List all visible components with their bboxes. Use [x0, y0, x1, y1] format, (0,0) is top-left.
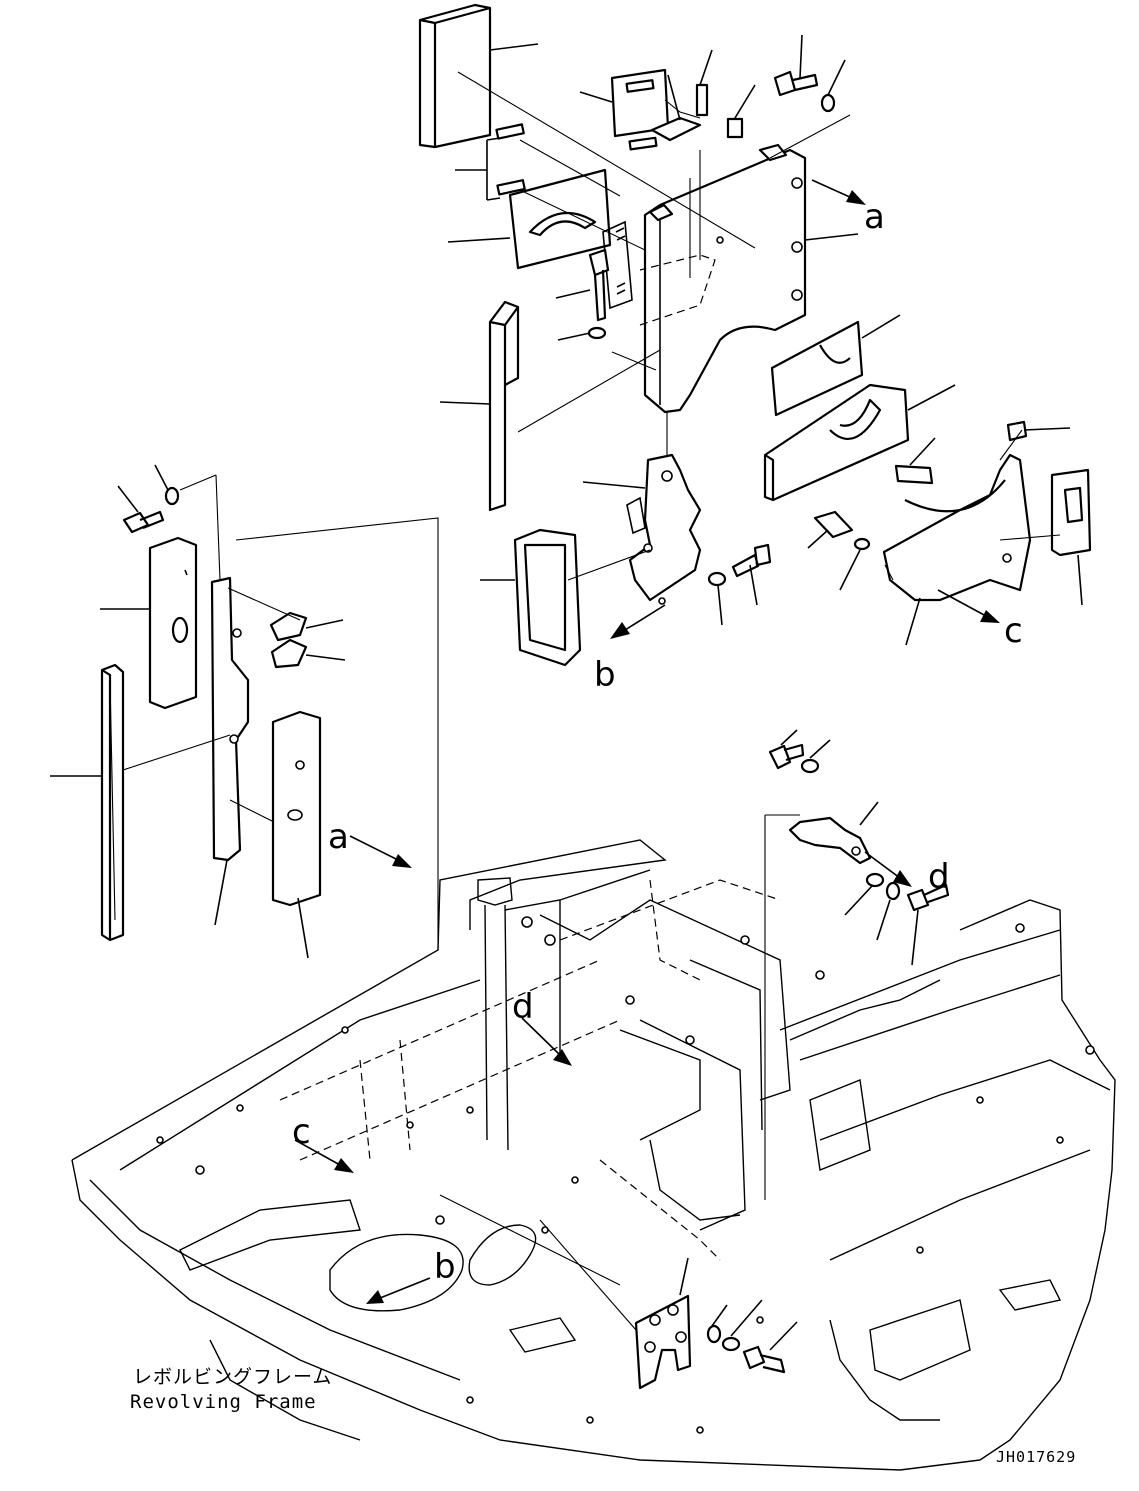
right-bracket-c [882, 453, 1032, 602]
upper-cover-assembly [418, 3, 1092, 667]
left-bolt [122, 510, 165, 534]
callout-a-left: a [328, 817, 349, 857]
notched-block [763, 383, 910, 502]
leader-lines [50, 34, 1083, 1351]
link-bracket-d [788, 816, 872, 865]
semicircle-pad-upper [508, 168, 612, 270]
semicircle-pad-right [770, 320, 864, 417]
callout-b-upper: b [594, 655, 616, 695]
callout-a-upper: a [864, 197, 885, 237]
callout-d-lower: d [512, 987, 534, 1027]
revolving-frame [71, 839, 1116, 1471]
bolt-upper-left [588, 248, 610, 322]
main-cover-bracket [643, 148, 807, 414]
callout-c-lower: c [292, 1112, 311, 1152]
direction-arrows [294, 179, 1000, 1304]
left-pad-short [271, 710, 322, 907]
left-pad-tall [148, 536, 198, 710]
frame-label-japanese: レボルビングフレーム [133, 1366, 332, 1388]
vertical-spacer [488, 300, 520, 512]
frame-label-english: Revolving Frame [130, 1391, 317, 1413]
callout-d-upper: d [928, 857, 950, 897]
right-end-pad [1050, 468, 1092, 557]
left-cover-parts [100, 486, 322, 942]
callout-c-upper: c [1004, 611, 1023, 651]
drawing-number: JH017629 [996, 1448, 1076, 1466]
box-frame [513, 528, 582, 667]
callout-labels: a b c a d d c b [292, 197, 1023, 1287]
callout-b-lower: b [434, 1247, 456, 1287]
left-bracket-strip [210, 576, 250, 862]
lower-plate-group [634, 1294, 786, 1390]
d-bracket-group [768, 743, 950, 912]
cover-pad-large [418, 3, 492, 149]
assembly-guides [109, 71, 1061, 1331]
